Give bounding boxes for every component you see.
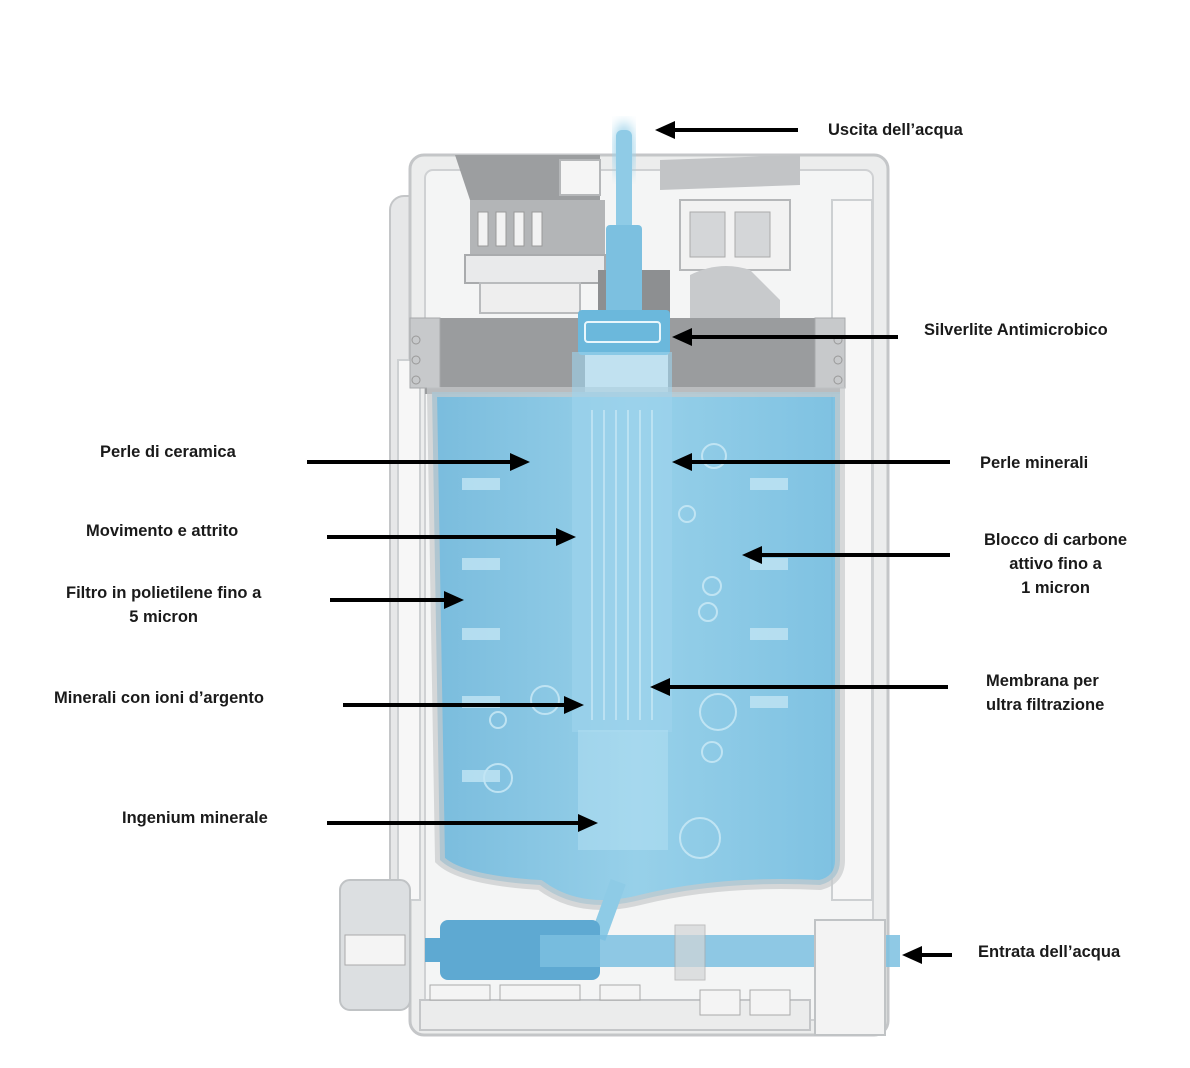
label-silver-ion-minerals: Minerali con ioni d’argento (54, 686, 264, 710)
arrow-ultrafiltration-membrane (650, 678, 948, 696)
arrow-polyethylene-filter (330, 591, 464, 609)
arrow-silver-ion-minerals (343, 696, 584, 714)
label-line: Entrata dell’acqua (978, 943, 1121, 961)
arrow-movement-friction (327, 528, 576, 546)
label-line: Perle minerali (980, 454, 1089, 472)
label-polyethylene-filter: Filtro in polietilene fino a 5 micron (66, 581, 261, 629)
label-line: 1 micron (1021, 579, 1090, 597)
label-carbon-block: Blocco di carbone attivo fino a 1 micron (984, 528, 1127, 600)
label-line: Uscita dell’acqua (828, 121, 963, 139)
label-line: Blocco di carbone (984, 531, 1128, 549)
arrow-mineral-beads (672, 453, 950, 471)
label-line: Minerali con ioni d’argento (54, 689, 264, 707)
label-ingenium-mineral: Ingenium minerale (122, 806, 268, 830)
label-line: Perle di ceramica (100, 443, 236, 461)
label-line: Silverlite Antimicrobico (924, 321, 1108, 339)
arrows (307, 121, 952, 964)
water-outlet-stream (578, 122, 670, 355)
bottom-plumbing (339, 879, 900, 1036)
arrow-water-inlet (902, 946, 952, 964)
label-ultrafiltration-membrane: Membrana per ultra filtrazione (986, 669, 1104, 717)
top-cap (409, 155, 846, 394)
label-line: 5 micron (129, 608, 199, 626)
label-mineral-beads: Perle minerali (980, 451, 1088, 475)
arrow-water-outlet (655, 121, 798, 139)
arrow-carbon-block (742, 546, 950, 564)
label-ceramic-beads: Perle di ceramica (100, 440, 236, 464)
water-chamber (426, 352, 845, 910)
label-line: attivo fino a (1009, 555, 1102, 573)
label-line: Ingenium minerale (122, 809, 268, 827)
label-water-inlet: Entrata dell’acqua (978, 940, 1120, 964)
label-line: ultra filtrazione (986, 696, 1105, 714)
label-silverlite: Silverlite Antimicrobico (924, 318, 1108, 342)
label-water-outlet: Uscita dell’acqua (828, 118, 963, 142)
label-line: Membrana per (986, 672, 1099, 690)
arrow-ceramic-beads (307, 453, 530, 471)
arrow-silverlite (672, 328, 898, 346)
label-line: Movimento e attrito (86, 522, 239, 540)
label-movement-friction: Movimento e attrito (86, 519, 238, 543)
arrow-ingenium-mineral (327, 814, 598, 832)
label-line: Filtro in polietilene fino a (66, 584, 262, 602)
